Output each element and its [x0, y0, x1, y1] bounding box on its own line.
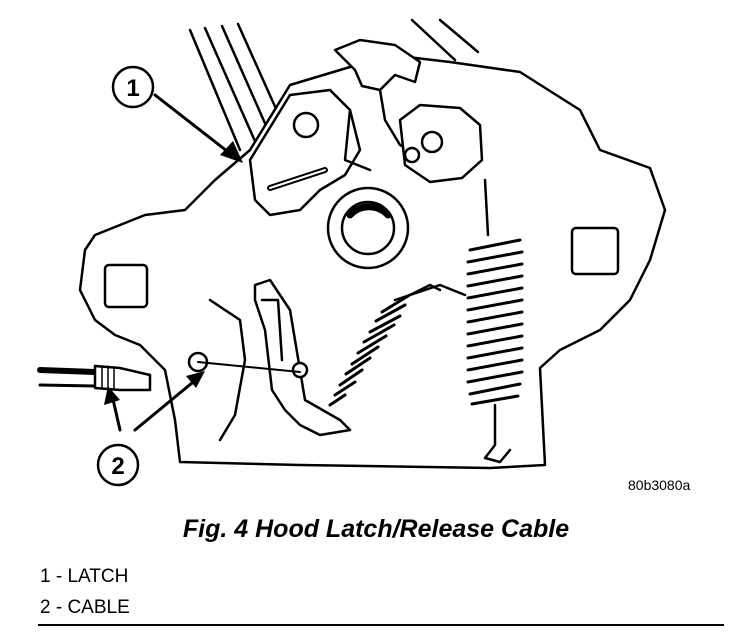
return-spring	[466, 178, 524, 464]
callout-2: 2	[96, 443, 140, 487]
legend-item: 2 - CABLE	[40, 597, 130, 618]
image-code: 80b3080a	[628, 477, 691, 493]
svg-text:2: 2	[111, 453, 124, 480]
left-mounting-slot	[103, 263, 149, 309]
lever-spring	[328, 283, 442, 407]
figure-caption: Fig. 4 Hood Latch/Release Cable	[182, 515, 570, 543]
latch-pivot	[326, 186, 410, 270]
release-cable	[37, 351, 301, 392]
right-mounting-slot	[570, 226, 620, 276]
divider	[38, 624, 724, 626]
latch-hook	[333, 38, 422, 92]
callout-1: 1	[111, 65, 155, 109]
legend: 1 - LATCH 2 - CABLE	[40, 561, 130, 623]
legend-item: 1 - LATCH	[40, 566, 129, 587]
hood-latch-illustration: 1 2 80b3080a	[37, 18, 691, 493]
svg-text:1: 1	[126, 75, 139, 102]
